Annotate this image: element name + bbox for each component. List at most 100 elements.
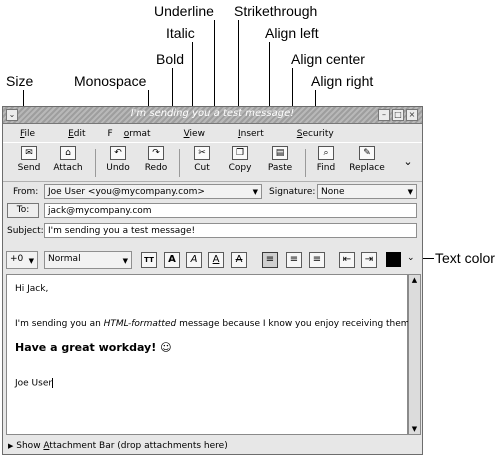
find-label: Find — [316, 163, 336, 173]
find-button[interactable]: ⌕ Find — [313, 146, 339, 180]
underline-button[interactable]: A — [208, 252, 224, 268]
menu-item-text: dit — [73, 128, 86, 139]
greeting-line: Hi Jack, — [15, 284, 49, 294]
menu-item[interactable]: View — [173, 129, 216, 139]
indent-button[interactable]: ⇥ — [361, 252, 377, 268]
undo-icon: ↶ — [110, 146, 126, 160]
attachment-bar-toggle[interactable]: ▶ Show Attachment Bar (drop attachments … — [8, 441, 228, 451]
scroll-up-icon[interactable]: ▲ — [411, 276, 418, 284]
maximize-icon[interactable]: □ — [392, 109, 404, 121]
attach-icon: ⌂ — [60, 146, 76, 160]
callout-align-left: Align left — [265, 25, 319, 41]
subject-value: I'm sending you a test message! — [48, 226, 196, 236]
align-left-icon: ≡ — [265, 254, 275, 265]
format-overflow-icon[interactable]: ⌄ — [407, 253, 415, 263]
callout-strikethrough: Strikethrough — [234, 3, 318, 19]
magnifier-icon: ⌕ — [318, 146, 334, 160]
attach-button[interactable]: ⌂ Attach — [52, 146, 84, 180]
composer-window: ⌄ I'm sending you a test message! – □ × … — [2, 106, 423, 455]
send-label: Send — [17, 163, 41, 173]
signature-value: None — [321, 187, 345, 197]
callout-bold: Bold — [156, 51, 185, 67]
align-center-button[interactable]: ≡ — [286, 252, 302, 268]
callout-size: Size — [6, 73, 34, 89]
paste-label: Paste — [267, 163, 293, 173]
format-toolbar: +0 ▼ Normal ▼ TT A A A A ≡ ≡ ≡ ⇤ ⇥ ⌄ — [3, 247, 422, 273]
replace-label: Replace — [349, 163, 385, 173]
message-editor[interactable]: Hi Jack, I'm sending you an HTML-formatt… — [6, 274, 413, 435]
redo-button[interactable]: ↷ Redo — [142, 146, 170, 180]
scissors-icon: ✂ — [194, 146, 210, 160]
menu-item-text: o — [123, 128, 130, 139]
italic-button[interactable]: A — [186, 252, 202, 268]
menu-item-text: nsert — [240, 128, 264, 139]
callout-monospace: Monospace — [74, 73, 147, 89]
main-toolbar: ✉ Send ⌂ Attach ↶ Undo ↷ Redo ✂ Cut ❐ Co… — [3, 142, 422, 182]
chevron-down-icon: ▼ — [122, 257, 128, 265]
paragraph-style-select[interactable]: Normal ▼ — [44, 251, 132, 269]
strikethrough-button[interactable]: A — [231, 252, 247, 268]
outdent-icon: ⇤ — [342, 254, 352, 265]
font-size-select[interactable]: +0 ▼ — [6, 251, 38, 269]
menu-item-text: ecurity — [302, 128, 334, 139]
text-color-button[interactable] — [386, 252, 401, 267]
align-right-button[interactable]: ≡ — [309, 252, 325, 268]
callout-align-right: Align right — [311, 73, 374, 89]
toolbar-overflow-button[interactable]: ⌄ — [403, 155, 413, 168]
message-line: I'm sending you an HTML-formatted messag… — [15, 319, 413, 329]
message-line-pre: I'm sending you an — [15, 319, 104, 329]
bold-line-text: Have a great workday! — [15, 341, 157, 354]
from-label: From: — [13, 187, 39, 197]
menu-item-text: E — [68, 128, 74, 139]
paste-icon: ▤ — [272, 146, 288, 160]
copy-button[interactable]: ❐ Copy — [225, 146, 255, 180]
undo-label: Undo — [106, 163, 130, 173]
monospace-button[interactable]: TT — [141, 252, 157, 268]
menu-item[interactable]: Insert — [227, 129, 275, 139]
align-center-icon: ≡ — [289, 254, 299, 265]
callout-text-color: Text color — [435, 250, 495, 266]
close-icon[interactable]: × — [406, 109, 418, 121]
title-bar[interactable]: ⌄ I'm sending you a test message! – □ × — [3, 107, 422, 124]
signoff-text: Joe User — [15, 378, 53, 389]
chevron-down-icon: ▼ — [252, 188, 258, 196]
paste-button[interactable]: ▤ Paste — [265, 146, 295, 180]
send-button[interactable]: ✉ Send — [15, 146, 43, 180]
replace-icon: ✎ — [359, 146, 375, 160]
toolbar-separator — [305, 149, 306, 177]
from-select[interactable]: Joe User <you@mycompany.com> ▼ — [44, 184, 262, 199]
bold-button[interactable]: A — [164, 252, 180, 268]
align-right-icon: ≡ — [312, 254, 322, 265]
text-cursor — [52, 378, 54, 388]
minimize-icon[interactable]: – — [378, 109, 390, 121]
subject-field[interactable]: I'm sending you a test message! — [44, 223, 417, 238]
cut-label: Cut — [194, 163, 210, 173]
align-left-button[interactable]: ≡ — [262, 252, 278, 268]
scroll-down-icon[interactable]: ▼ — [411, 425, 418, 433]
message-line-emphasis: HTML-formatted — [103, 319, 177, 329]
menu-item-text: V — [183, 128, 190, 139]
menu-item[interactable]: Edit — [57, 129, 96, 139]
menu-item-text: S — [296, 128, 303, 139]
to-button[interactable]: To: — [7, 203, 39, 218]
attachment-mnemonic: A — [43, 441, 50, 451]
undo-button[interactable]: ↶ Undo — [103, 146, 133, 180]
signoff-line: Joe User — [15, 378, 54, 389]
menu-item-text: I — [237, 128, 241, 139]
callout-align-center: Align center — [291, 51, 365, 67]
replace-button[interactable]: ✎ Replace — [347, 146, 387, 180]
send-icon: ✉ — [21, 146, 37, 160]
editor-scrollbar[interactable]: ▲ ▼ — [408, 274, 421, 435]
cut-button[interactable]: ✂ Cut — [189, 146, 215, 180]
menu-item[interactable]: Security — [286, 129, 345, 139]
menu-item[interactable]: File — [9, 129, 46, 139]
window-menu-icon[interactable]: ⌄ — [6, 109, 18, 121]
chevron-down-icon: ▼ — [407, 188, 413, 196]
smiley-icon: ☺ — [160, 341, 172, 354]
signature-select[interactable]: None ▼ — [317, 184, 417, 199]
callout-underline: Underline — [154, 3, 214, 19]
outdent-button[interactable]: ⇤ — [339, 252, 355, 268]
to-field[interactable]: jack@mycompany.com — [44, 203, 417, 218]
